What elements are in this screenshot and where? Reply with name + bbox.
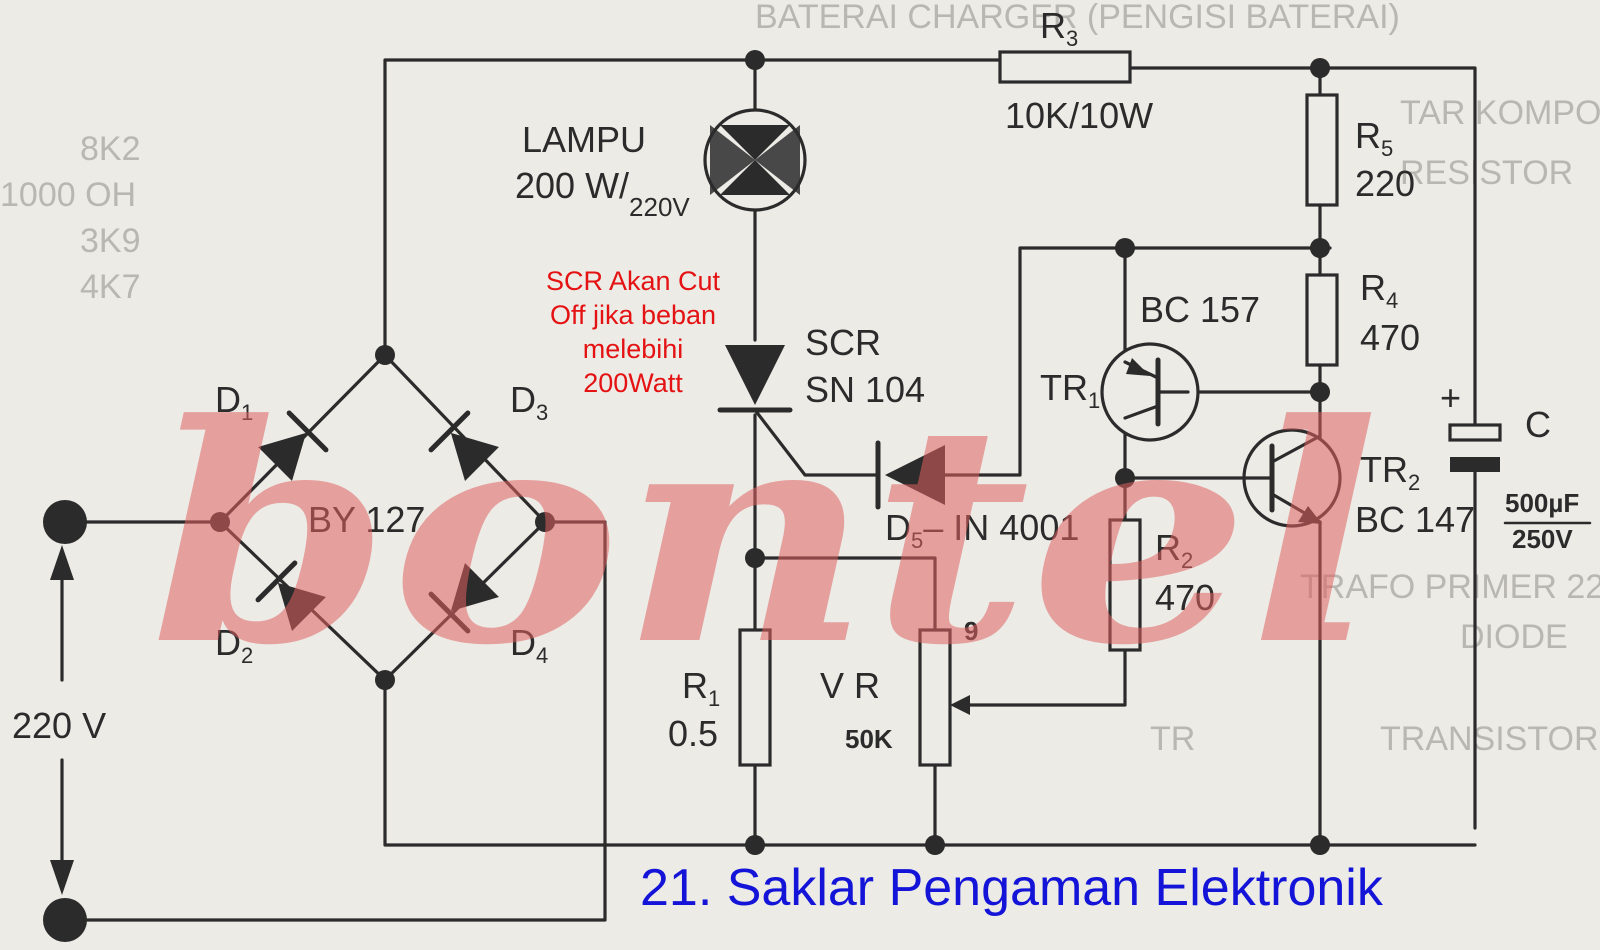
r2-value: 470 [1155, 577, 1215, 618]
lamp-icon [703, 108, 807, 212]
diode-d4-icon [428, 563, 499, 634]
diode-d2-icon [255, 560, 326, 631]
ghost-text: TRANSISTOR [1380, 720, 1599, 758]
d3-label: D3 [510, 379, 548, 425]
diode-d1-icon [258, 410, 329, 481]
resistor-r2 [1108, 518, 1142, 652]
supply-label: 220 V [12, 705, 106, 746]
d2-label: D2 [215, 622, 253, 668]
watermark: bontel [150, 358, 1380, 711]
resistor-r4 [1305, 273, 1339, 367]
r5-label: R5 [1355, 115, 1393, 161]
ghost-text: DIODE [1460, 618, 1568, 656]
annotation-note: SCR Akan Cut Off jika beban melebihi 200… [546, 266, 721, 398]
lamp-name: LAMPU [522, 119, 646, 160]
r1-value: 0.5 [668, 713, 718, 754]
transistor-tr2-icon [1242, 428, 1342, 528]
ac-terminal-top [43, 500, 87, 544]
tr1-part: BC 157 [1140, 289, 1260, 330]
note-line-2: Off jika beban [550, 300, 716, 330]
scr-name: SCR [805, 322, 881, 363]
d5-label: D5– IN 4001 [885, 507, 1079, 553]
tr1-label: TR1 [1040, 367, 1100, 413]
voltage-arrow [50, 545, 74, 895]
ghost-text: TRAFO PRIMER 220 [1300, 568, 1600, 606]
lamp-rating: 200 W/220V [515, 165, 690, 222]
note-line-4: 200Watt [583, 368, 683, 398]
d1-label: D1 [215, 379, 253, 425]
tr2-part: BC 147 [1355, 499, 1475, 540]
diode-d3-icon [428, 410, 499, 481]
r2-label: R2 [1155, 527, 1193, 573]
diode-d5-icon [875, 440, 945, 510]
d4-label: D4 [510, 622, 548, 668]
cap-plus: + [1440, 377, 1461, 418]
diagram-title: 21. Saklar Pengaman Elektronik [640, 859, 1384, 917]
r5-value: 220 [1355, 163, 1415, 204]
ghost-text: 1000 OH [0, 176, 136, 214]
r3-label: R3 [1040, 5, 1078, 51]
tr2-label: TR2 [1360, 449, 1420, 495]
junctions [210, 50, 1330, 855]
cap-value-1: 500µF [1505, 488, 1579, 518]
wires [63, 58, 1477, 922]
resistor-r1 [738, 628, 772, 767]
wiper-arrow-icon [950, 695, 970, 715]
note-line-3: melebihi [583, 334, 684, 364]
resistor-r3 [998, 50, 1132, 84]
vr-label: V R [820, 665, 880, 706]
note-line-1: SCR Akan Cut [546, 266, 721, 296]
scr-part: SN 104 [805, 369, 925, 410]
scr-icon [717, 345, 793, 413]
potentiometer-vr [918, 628, 952, 767]
ghost-text: 3K9 [80, 222, 141, 260]
ghost-heading: BATERAI CHARGER (PENGISI BATERAI) [755, 0, 1400, 36]
ghost-text: 8K2 [80, 130, 141, 168]
ghost-text: TR [1150, 720, 1195, 758]
ghost-text: TAR KOMPON [1400, 94, 1600, 132]
ac-terminal-bottom [43, 898, 87, 942]
transistor-tr1-icon [1100, 342, 1200, 442]
ghost-text: RESISTOR [1400, 154, 1573, 192]
vr-pin-label: 9 [964, 616, 978, 646]
background-print: BATERAI CHARGER (PENGISI BATERAI) 8K2 10… [0, 0, 1600, 758]
vr-value: 50K [845, 724, 893, 754]
r1-label: R1 [682, 665, 720, 711]
ghost-text: 4K7 [80, 268, 141, 306]
r4-label: R4 [1360, 267, 1398, 313]
capacitor-icon [1448, 423, 1502, 472]
resistor-r5 [1305, 93, 1339, 207]
bridge-part: BY 127 [308, 499, 425, 540]
r4-value: 470 [1360, 317, 1420, 358]
cap-value-2: 250V [1512, 524, 1573, 554]
cap-label: C [1525, 404, 1551, 445]
r3-value: 10K/10W [1005, 95, 1153, 136]
